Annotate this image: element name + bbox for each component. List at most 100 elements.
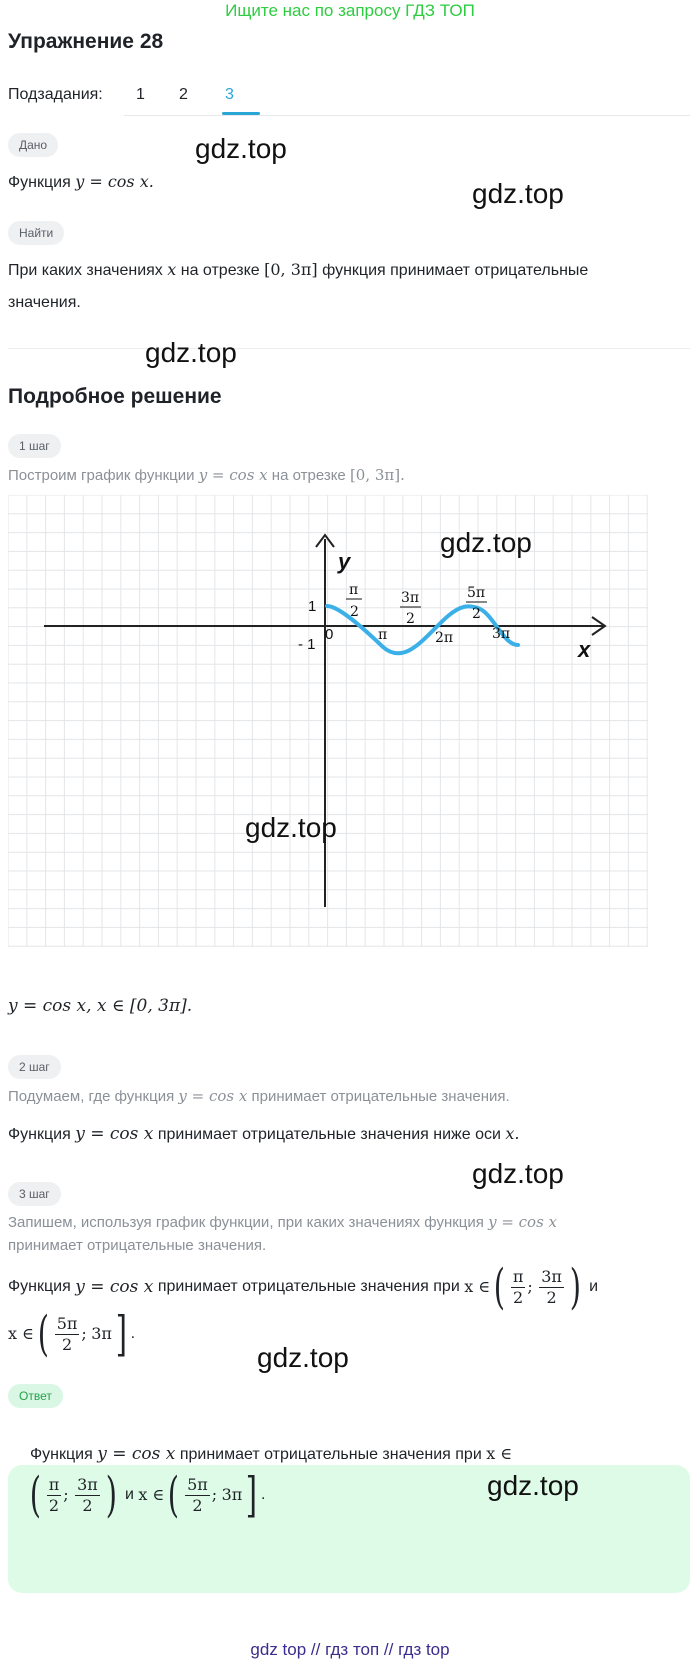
footer-links[interactable]: gdz top // гдз топ // гдз top bbox=[250, 1640, 450, 1659]
label-three-pi-half-num: 3π bbox=[401, 590, 419, 606]
step2-formula: y = cos x bbox=[178, 1087, 248, 1105]
frac-den: 2 bbox=[82, 1495, 93, 1515]
watermark: gdz.top bbox=[472, 178, 564, 209]
find-chip: Найти bbox=[8, 221, 65, 245]
step2-text-part: принимает отрицательные значения. bbox=[251, 1088, 510, 1105]
step2-chip: 2 шаг bbox=[8, 1055, 61, 1079]
step1-text-part: Построим график функции bbox=[8, 467, 195, 484]
step2-main-part: принимает отрицательные значения ниже ос… bbox=[157, 1126, 501, 1143]
axis-y-label: y bbox=[337, 549, 352, 574]
step1-interval: [0, 3π]. bbox=[349, 466, 405, 484]
step1-chip: 1 шаг bbox=[8, 434, 61, 458]
answer-x-in: x ∈ bbox=[138, 1485, 165, 1504]
axis-x-label: x bbox=[577, 637, 591, 662]
open-paren: ( bbox=[168, 1467, 180, 1523]
find-text-part: на отрезке bbox=[180, 262, 260, 279]
frac-den: 2 bbox=[61, 1334, 73, 1354]
watermark: gdz.top bbox=[145, 337, 237, 368]
step2-text-part: Подумаем, где функция bbox=[8, 1088, 175, 1105]
frac-den: 2 bbox=[192, 1495, 203, 1515]
find-var-x: x bbox=[167, 260, 177, 279]
three-pi: 3π bbox=[221, 1485, 243, 1504]
answer-x-in: x ∈ bbox=[486, 1444, 513, 1463]
step3-text-line1: Запишем, используя график функции, при к… bbox=[8, 1213, 557, 1231]
frac-den: 2 bbox=[48, 1495, 60, 1515]
watermark: gdz.top bbox=[472, 1158, 564, 1189]
tab-subtask-2[interactable]: 2 bbox=[179, 86, 188, 103]
label-three-pi: 3π bbox=[492, 626, 510, 642]
graph-grid bbox=[8, 495, 648, 947]
semicolon: ; bbox=[527, 1277, 533, 1296]
step3-main-formula: y = cos x bbox=[75, 1277, 154, 1297]
step3-main-part: Функция bbox=[8, 1278, 71, 1295]
step2-main-x: x. bbox=[505, 1124, 520, 1143]
given-chip: Дано bbox=[8, 133, 59, 157]
period: . bbox=[261, 1486, 266, 1503]
close-paren: ) bbox=[105, 1467, 117, 1523]
close-paren: ) bbox=[569, 1259, 581, 1315]
label-three-pi-half-den: 2 bbox=[406, 611, 415, 627]
watermark: gdz.top bbox=[195, 133, 287, 164]
given-prefix: Функция bbox=[8, 174, 71, 191]
label-minus-one: - 1 bbox=[298, 636, 316, 653]
tab-subtask-3[interactable]: 3 bbox=[225, 86, 234, 103]
open-paren: ( bbox=[29, 1467, 41, 1523]
subtask-tabs: 1 2 3 bbox=[124, 78, 690, 116]
step3-x-in: x ∈ bbox=[464, 1277, 491, 1296]
top-banner[interactable]: Ищите нас по запросу ГДЗ ТОП bbox=[225, 1, 475, 20]
frac-num: π bbox=[510, 1266, 526, 1288]
label-five-pi-half-num: 5π bbox=[467, 585, 485, 601]
watermark: gdz.top bbox=[440, 527, 532, 558]
label-pi-half-num: π bbox=[349, 582, 358, 598]
page-title: Упражнение 28 bbox=[8, 30, 164, 53]
step2-main: Функция y = cos x принимает отрицательны… bbox=[8, 1123, 519, 1146]
label-one: 1 bbox=[308, 598, 316, 615]
step3-formula: y = cos x bbox=[488, 1213, 558, 1231]
step3-main-line1: Функция y = cos x принимает отрицательны… bbox=[8, 1262, 598, 1312]
frac-num: π bbox=[46, 1474, 62, 1496]
cosine-graph: x y 1 - 1 0 π 2 3π 2 5π 2 π 2π 3π bbox=[8, 495, 648, 947]
open-paren: ( bbox=[37, 1306, 49, 1362]
frac-num: 5π bbox=[54, 1313, 80, 1335]
semicolon: ; bbox=[63, 1485, 69, 1504]
result-formula: y = cos x, x ∈ [0, 3π]. bbox=[8, 996, 193, 1016]
three-pi: 3π bbox=[91, 1324, 112, 1343]
step3-chip: 3 шаг bbox=[8, 1182, 61, 1206]
step3-text-line2: принимает отрицательные значения. bbox=[8, 1237, 267, 1254]
frac-den: 2 bbox=[513, 1287, 524, 1307]
watermark: gdz.top bbox=[245, 812, 337, 843]
tab-subtask-1[interactable]: 1 bbox=[136, 86, 145, 103]
step2-main-formula: y = cos x bbox=[75, 1124, 154, 1144]
step2-text: Подумаем, где функция y = cos x принимае… bbox=[8, 1087, 510, 1105]
divider bbox=[8, 348, 690, 349]
frac-num: 5π bbox=[185, 1474, 210, 1496]
step2-main-part: Функция bbox=[8, 1126, 71, 1143]
active-tab-indicator bbox=[222, 112, 260, 115]
semicolon: ; bbox=[81, 1324, 87, 1343]
step1-text-part: на отрезке bbox=[271, 467, 346, 484]
find-interval: [0, 3π] bbox=[264, 260, 318, 279]
frac-num: 3π bbox=[539, 1266, 564, 1288]
find-text-line2: значения. bbox=[8, 294, 81, 311]
label-pi-half-den: 2 bbox=[350, 604, 359, 620]
given-text: Функция y = cos x. bbox=[8, 171, 154, 194]
label-pi: π bbox=[378, 627, 387, 643]
find-text-part: функция принимает отрицательные bbox=[322, 262, 589, 279]
answer-part: Функция bbox=[30, 1446, 93, 1463]
label-zero: 0 bbox=[325, 626, 333, 643]
watermark: gdz.top bbox=[487, 1470, 579, 1501]
label-two-pi: 2π bbox=[435, 630, 453, 646]
step1-formula: y = cos x bbox=[198, 466, 268, 484]
and-word: и bbox=[589, 1278, 599, 1295]
subtasks-label: Подзадания: bbox=[8, 86, 103, 103]
open-paren: ( bbox=[493, 1259, 506, 1315]
answer-formula: y = cos x bbox=[97, 1444, 176, 1464]
cosine-curve bbox=[325, 604, 520, 656]
